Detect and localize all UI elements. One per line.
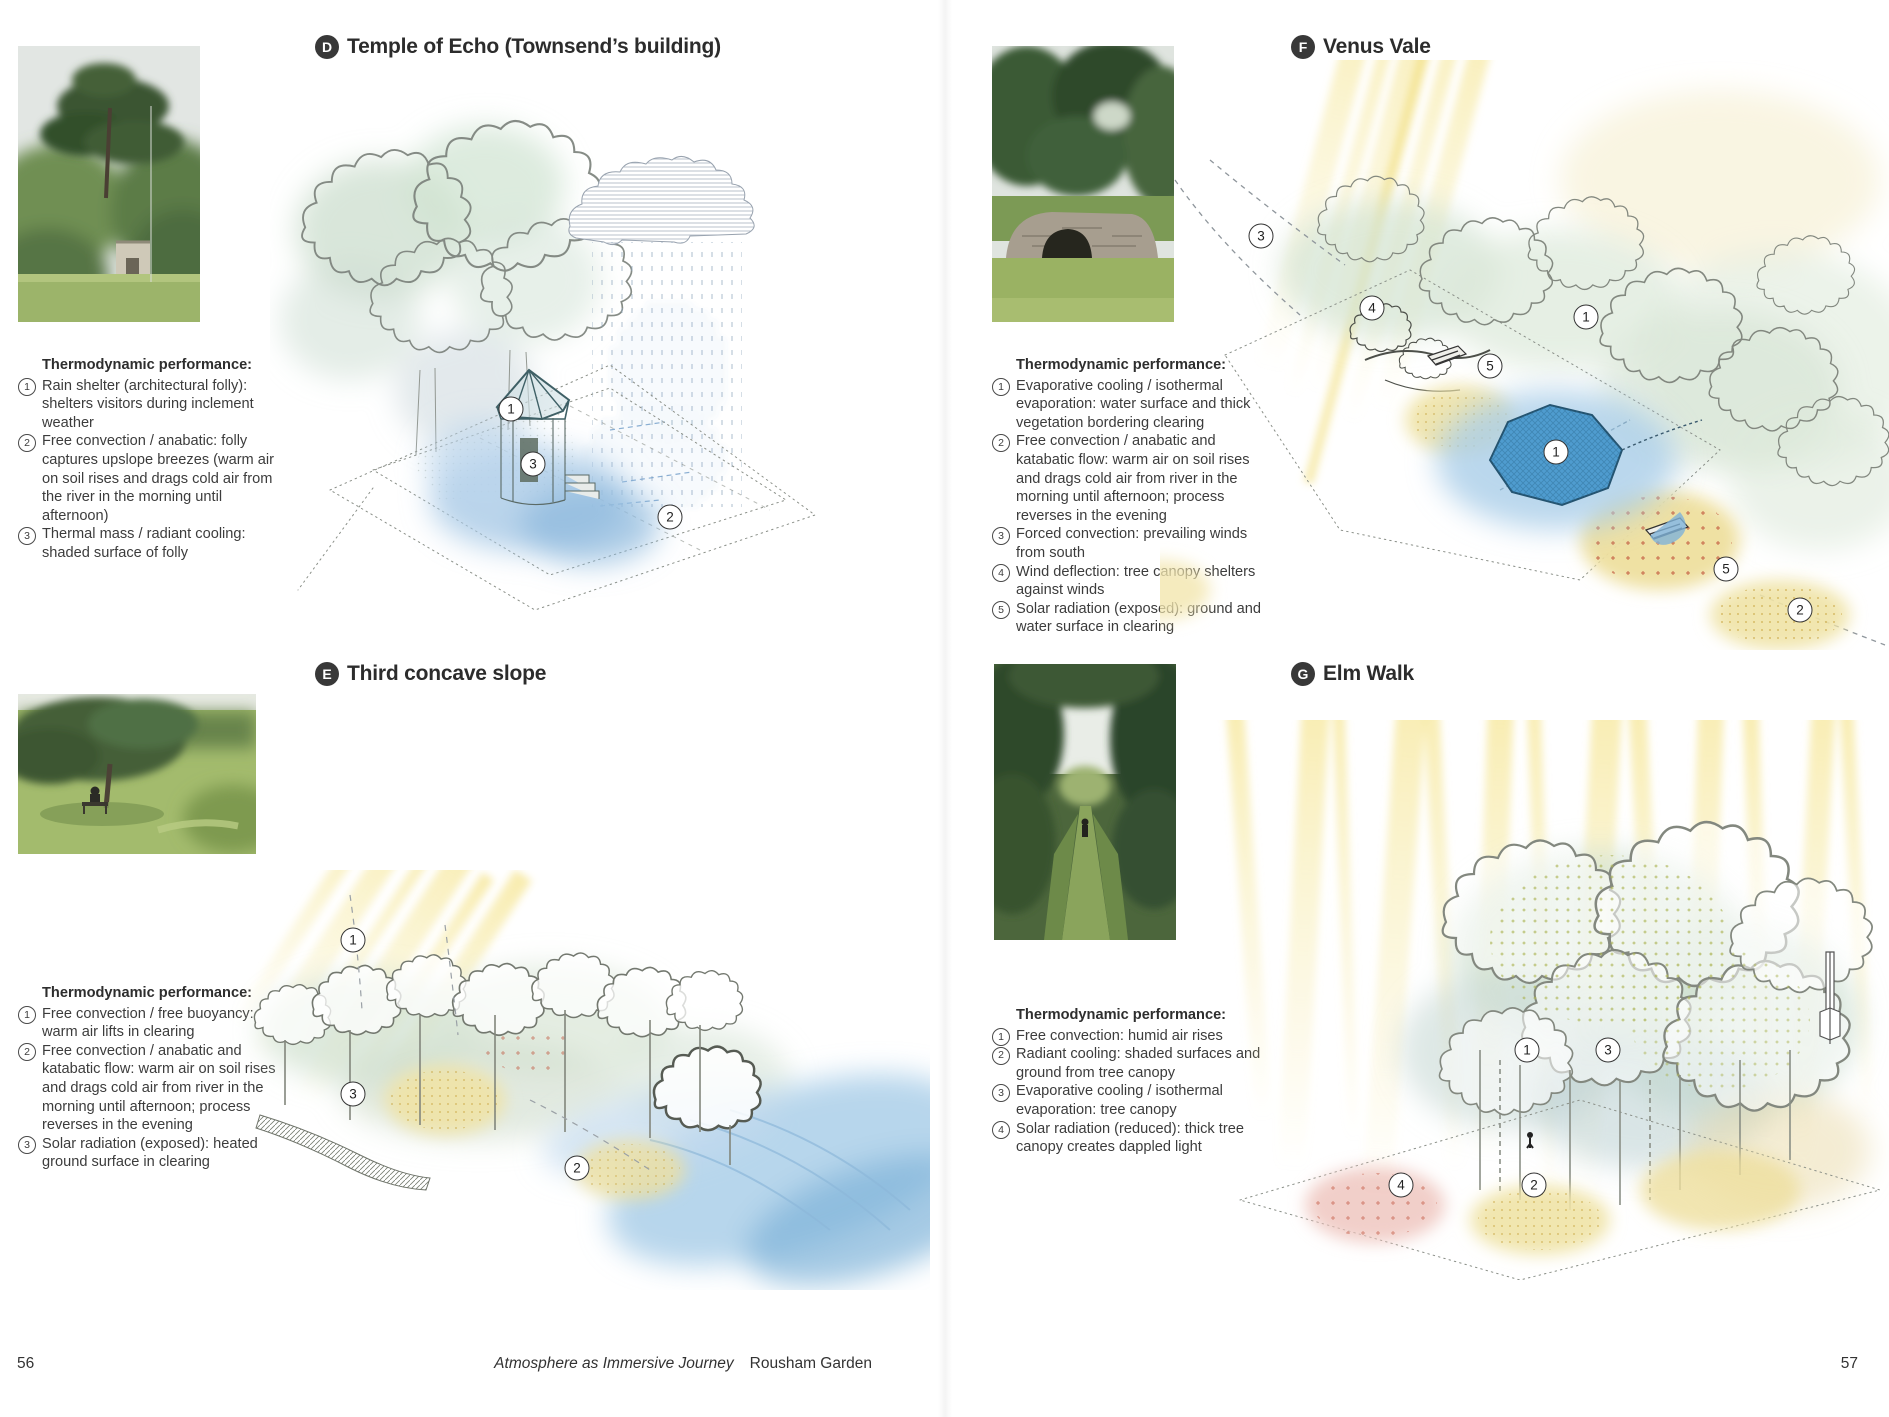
item-number: 1: [18, 378, 36, 397]
section-badge-e: E: [315, 662, 339, 686]
thermo-item: 1 Free convection: humid air rises: [992, 1027, 1268, 1047]
section-title-text: Elm Walk: [1323, 662, 1414, 685]
diagram-marker: 1: [1543, 439, 1569, 465]
item-text: Free convection / anabatic and katabatic…: [1016, 433, 1250, 524]
section-title-text: Third concave slope: [347, 662, 547, 685]
thermo-item: 2 Free convection / anabatic and katabati…: [992, 432, 1268, 525]
item-number: 4: [992, 1121, 1010, 1140]
item-number: 2: [992, 1046, 1010, 1065]
section-badge-f: F: [1291, 35, 1315, 59]
item-number: 5: [992, 601, 1010, 620]
photo-third-concave-slope: [18, 694, 256, 854]
diagram-marker: 2: [564, 1155, 590, 1181]
item-number: 1: [992, 1028, 1010, 1047]
section-title-third-concave-slope: E Third concave slope: [315, 662, 546, 686]
diagram-third-concave-slope: 1 3 2: [230, 870, 930, 1290]
section-badge-d: D: [315, 35, 339, 59]
section-title-text: Venus Vale: [1323, 35, 1431, 58]
item-number: 4: [992, 564, 1010, 583]
thermo-item: 1 Rain shelter (architectural folly): she…: [18, 377, 280, 433]
item-number: 2: [18, 1043, 36, 1062]
running-head: Atmosphere as Immersive Journey Rousham G…: [430, 1355, 872, 1373]
thermo-list-venus-vale: Thermodynamic performance: 1 Evaporative …: [992, 356, 1268, 637]
thermo-item: 2 Free convection / anabatic and katabati…: [18, 1042, 280, 1135]
thermo-heading: Thermodynamic performance:: [42, 985, 253, 1001]
item-number: 2: [18, 433, 36, 452]
chapter-title: Rousham Garden: [749, 1355, 872, 1372]
diagram-marker: 1: [1573, 304, 1599, 330]
photo-venus-vale: [992, 46, 1174, 322]
thermo-heading: Thermodynamic performance:: [1016, 357, 1227, 373]
diagram-elm-walk-art: [1225, 720, 1882, 1280]
diagram-temple-of-echo-art: [280, 119, 817, 611]
page-gutter: [938, 0, 952, 1417]
diagram-elm-walk: 1 3 2 4: [1180, 720, 1889, 1280]
item-number: 1: [18, 1006, 36, 1025]
thermo-item: 1 Evaporative cooling / isothermal evapor…: [992, 377, 1268, 433]
thermo-list-temple-of-echo: Thermodynamic performance: 1 Rain shelter…: [18, 356, 280, 563]
diagram-marker: 2: [1521, 1172, 1547, 1198]
diagram-marker: 5: [1713, 556, 1739, 582]
thermo-item: 2 Free convection / anabatic: folly captu…: [18, 432, 280, 525]
section-title-text: Temple of Echo (Townsend’s building): [347, 35, 721, 58]
diagram-marker: 4: [1359, 295, 1385, 321]
item-text: Thermal mass / radiant cooling: shaded s…: [42, 526, 246, 561]
item-number: 2: [992, 433, 1010, 452]
diagram-marker: 2: [1787, 597, 1813, 623]
thermo-item: 1 Free convection / free buoyancy: warm a…: [18, 1005, 280, 1042]
photo-temple-of-echo: [18, 46, 200, 322]
item-text: Solar radiation (reduced): thick tree ca…: [1016, 1120, 1244, 1156]
diagram-marker: 3: [1595, 1037, 1621, 1063]
item-text: Solar radiation (exposed): heated ground…: [42, 1135, 258, 1171]
item-text: Forced convection: prevailing winds from…: [1016, 526, 1248, 561]
diagram-venus-vale: 3 4 1 5 1 5 2: [1160, 60, 1889, 650]
thermo-heading: Thermodynamic performance:: [42, 357, 253, 373]
item-number: 3: [18, 1136, 36, 1155]
thermo-item: 2 Radiant cooling: shaded surfaces and gr…: [992, 1045, 1268, 1082]
diagram-marker: 1: [340, 927, 366, 953]
item-text: Free convection / anabatic and katabatic…: [42, 1042, 276, 1134]
diagram-marker: 3: [340, 1081, 366, 1107]
item-text: Free convection / free buoyancy: warm ai…: [42, 1005, 254, 1041]
section-badge-g: G: [1291, 662, 1315, 686]
item-number: 3: [992, 1083, 1010, 1102]
item-number: 1: [992, 378, 1010, 397]
diagram-marker: 3: [1248, 223, 1274, 249]
book-title: Atmosphere as Immersive Journey: [494, 1355, 734, 1372]
photo-elm-walk: [994, 664, 1176, 940]
thermo-item: 4 Solar radiation (reduced): thick tree c…: [992, 1120, 1268, 1157]
diagram-venus-vale-art: [1160, 60, 1889, 650]
item-text: Evaporative cooling / isothermal evapora…: [1016, 377, 1251, 431]
section-title-elm-walk: G Elm Walk: [1291, 662, 1414, 686]
diagram-marker: 1: [498, 396, 524, 422]
diagram-marker: 2: [657, 504, 683, 530]
item-number: 3: [18, 526, 36, 545]
item-text: Free convection: humid air rises: [1016, 1027, 1223, 1044]
item-number: 3: [992, 526, 1010, 545]
item-text: Radiant cooling: shaded surfaces and gro…: [1016, 1046, 1261, 1081]
thermo-item: 3 Forced convection: prevailing winds fro…: [992, 525, 1268, 562]
thermo-heading: Thermodynamic performance:: [1016, 1007, 1227, 1023]
section-title-temple-of-echo: D Temple of Echo (Townsend’s building): [315, 35, 721, 59]
diagram-marker: 1: [1514, 1037, 1540, 1063]
thermo-item: 3 Thermal mass / radiant cooling: shaded …: [18, 525, 280, 562]
diagram-temple-of-echo: 1 3 2: [270, 70, 830, 615]
page-number-left: 56: [17, 1355, 35, 1372]
thermo-item: 3 Evaporative cooling / isothermal evapor…: [992, 1082, 1268, 1119]
item-text: Rain shelter (architectural folly): shel…: [42, 377, 254, 431]
diagram-marker: 5: [1477, 353, 1503, 379]
thermo-item: 3 Solar radiation (exposed): heated groun…: [18, 1135, 280, 1172]
item-text: Evaporative cooling / isothermal evapora…: [1016, 1083, 1223, 1118]
section-title-venus-vale: F Venus Vale: [1291, 35, 1431, 59]
diagram-third-concave-slope-art: [231, 870, 930, 1286]
thermo-list-elm-walk: Thermodynamic performance: 1 Free convect…: [992, 1006, 1268, 1157]
item-text: Free convection / anabatic: folly captur…: [42, 433, 274, 524]
diagram-marker: 3: [520, 451, 546, 477]
diagram-marker: 4: [1388, 1172, 1414, 1198]
page-number-right: 57: [1840, 1355, 1858, 1372]
